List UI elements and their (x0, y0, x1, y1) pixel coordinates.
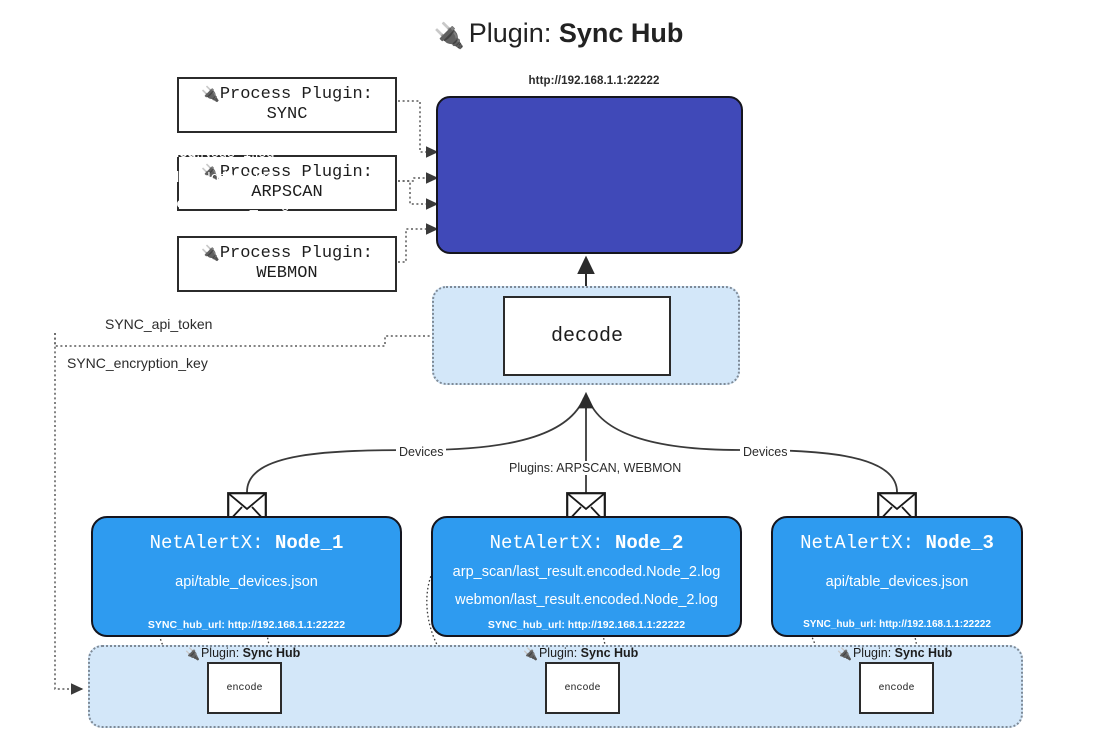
node-line: api/table_devices.json (825, 574, 969, 590)
plug-icon: 🔌 (201, 244, 220, 262)
hub-url-label: http://192.168.1.1:22222 (528, 75, 660, 87)
node-title: NetAlertX: Node_1 (149, 532, 344, 554)
hub-log-line-4: webmon/last_result.decoded.Node_2.log (20, 218, 287, 234)
node-url-label: SYNC_hub_url: http://192.168.1.1:22222 (803, 619, 991, 630)
encode-box-3[interactable]: encode (859, 662, 934, 714)
process-plugin-line2: ARPSCAN (251, 183, 323, 202)
process-plugin-line1: 🔌Process Plugin: (201, 162, 373, 182)
page-title-name: Sync Hub (558, 18, 684, 48)
node-title: NetAlertX: Node_3 (800, 532, 994, 554)
process-plugin-webmon[interactable]: 🔌Process Plugin: WEBMON (177, 236, 397, 292)
process-plugin-line1: 🔌Process Plugin: (201, 243, 373, 263)
edge-label-devices-left: Devices (396, 445, 447, 459)
process-plugin-line1: 🔌Process Plugin: (201, 84, 373, 104)
encoder-plugin-label-1: 🔌Plugin: Sync Hub (185, 646, 301, 661)
encoder-plugin-label-3: 🔌Plugin: Sync Hub (837, 646, 953, 661)
encode-box-1[interactable]: encode (207, 662, 282, 714)
page-title-prefix: Plugin: (468, 18, 552, 48)
hub-log-line-3: arp_scan/last_result.decoded.Node_2.log (17, 196, 290, 212)
plug-icon: 🔌 (837, 647, 852, 661)
token-label-encryption: SYNC_encryption_key (64, 355, 211, 371)
plug-icon: 🔌 (433, 22, 465, 50)
hub-log-line-2: sync/last_result.decoded.Node_3.log (32, 170, 275, 186)
node-url-label: SYNC_hub_url: http://192.168.1.1:22222 (487, 619, 686, 631)
page-title: 🔌Plugin: Sync Hub (0, 18, 1117, 51)
plug-icon: 🔌 (523, 647, 538, 661)
token-label-api: SYNC_api_token (102, 316, 216, 332)
plug-icon: 🔌 (201, 163, 220, 181)
encoder-plugin-label-2: 🔌Plugin: Sync Hub (523, 646, 639, 661)
plug-icon: 🔌 (201, 85, 220, 103)
node-line: webmon/last_result.encoded.Node_2.log (455, 592, 718, 608)
node-box-1[interactable]: NetAlertX: Node_1 api/table_devices.json… (91, 516, 402, 637)
node-line: arp_scan/last_result.encoded.Node_2.log (452, 564, 721, 580)
process-plugin-sync[interactable]: 🔌Process Plugin: SYNC (177, 77, 397, 133)
node-title: NetAlertX: Node_2 (489, 532, 684, 554)
hub-box[interactable] (436, 96, 743, 254)
process-plugin-arpscan[interactable]: 🔌Process Plugin: ARPSCAN (177, 155, 397, 211)
process-plugin-line2: SYNC (266, 105, 308, 124)
hub-title-prefix: NetAlertX: (69, 12, 190, 35)
hub-title-name: Hub (201, 12, 238, 35)
edge-label-devices-right: Devices (740, 445, 791, 459)
node-line: api/table_devices.json (175, 574, 318, 590)
hub-title: NetAlertX: Hub (0, 12, 307, 35)
node-box-3[interactable]: NetAlertX: Node_3 api/table_devices.json… (771, 516, 1023, 637)
hub-log-line-1: sync/last_result.decoded.Node_1.log (32, 145, 275, 161)
edge-label-plugins-center: Plugins: ARPSCAN, WEBMON (506, 461, 685, 475)
node-box-2[interactable]: NetAlertX: Node_2 arp_scan/last_result.e… (431, 516, 742, 637)
plug-icon: 🔌 (185, 647, 200, 661)
encode-box-2[interactable]: encode (545, 662, 620, 714)
node-url-label: SYNC_hub_url: http://192.168.1.1:22222 (147, 619, 346, 631)
decode-box[interactable]: decode (503, 296, 671, 376)
process-plugin-line2: WEBMON (256, 264, 318, 283)
